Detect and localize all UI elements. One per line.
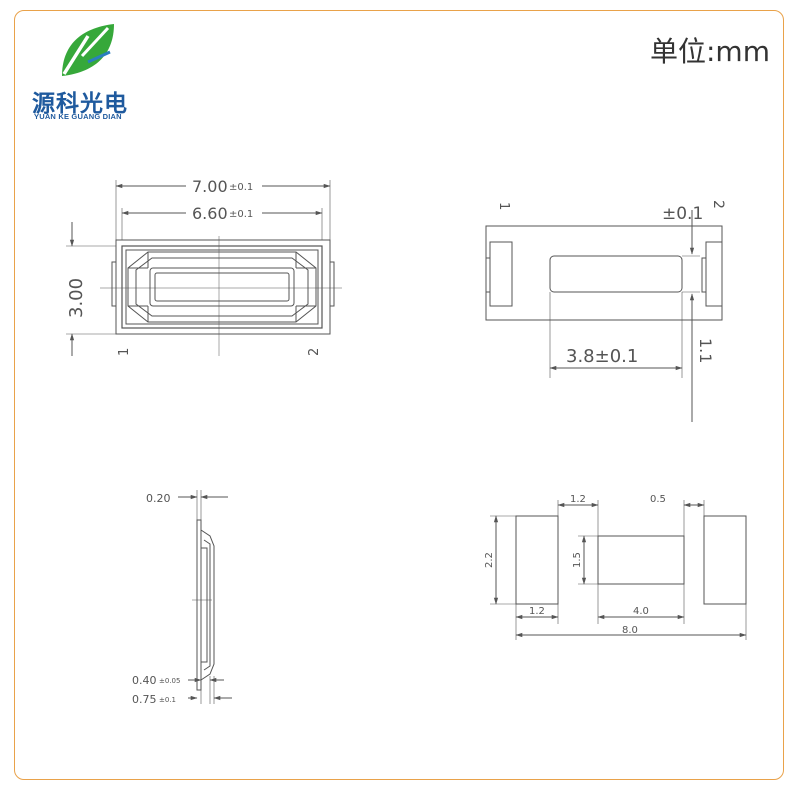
bottom-pin-label-1: 1 bbox=[496, 202, 511, 210]
dim-top-thickness: 0.20 bbox=[146, 492, 171, 505]
dim-width-inner-tol: ±0.1 bbox=[229, 209, 253, 220]
dim-total-thickness: 0.75 bbox=[132, 693, 157, 706]
bottom-pin-label-2: 2 bbox=[710, 200, 726, 209]
pin-label-1: 1 bbox=[117, 348, 132, 356]
logo-english-text: YUAN KE GUANG DIAN bbox=[34, 112, 122, 121]
footprint-view bbox=[490, 500, 747, 640]
drawing-frame bbox=[14, 10, 784, 780]
dim-total-tol: ±0.1 bbox=[159, 696, 176, 704]
pin-label-2: 2 bbox=[307, 348, 322, 356]
fp-dim-pad-width: 1.2 bbox=[529, 606, 545, 617]
fp-dim-top-gap: 1.2 bbox=[570, 494, 586, 505]
fp-dim-center-width: 4.0 bbox=[633, 606, 649, 617]
dim-pad-length: 3.8±0.1 bbox=[566, 346, 638, 367]
dim-tolerance: ±0.1 bbox=[662, 204, 703, 224]
unit-label: 单位:mm bbox=[650, 35, 770, 68]
top-view bbox=[66, 180, 342, 356]
fp-dim-pad-height: 2.2 bbox=[484, 552, 495, 568]
dim-pad-height: 1.1 bbox=[696, 338, 715, 363]
fp-dim-center-height: 1.5 bbox=[572, 552, 583, 568]
dim-width-outer: 7.00 bbox=[192, 177, 228, 196]
logo-chinese-text: 源科光电 bbox=[32, 91, 128, 117]
bottom-view bbox=[485, 210, 723, 422]
side-view bbox=[178, 490, 232, 704]
dim-mid-tol: ±0.05 bbox=[159, 677, 180, 685]
leaf-logo-icon bbox=[62, 24, 114, 76]
fp-dim-top-right: 0.5 bbox=[650, 494, 666, 505]
dim-mid-thickness: 0.40 bbox=[132, 674, 157, 687]
fp-dim-total-width: 8.0 bbox=[622, 625, 638, 636]
dim-width-inner: 6.60 bbox=[192, 204, 228, 223]
dim-width-outer-tol: ±0.1 bbox=[229, 182, 253, 193]
dim-height: 3.00 bbox=[66, 278, 87, 318]
